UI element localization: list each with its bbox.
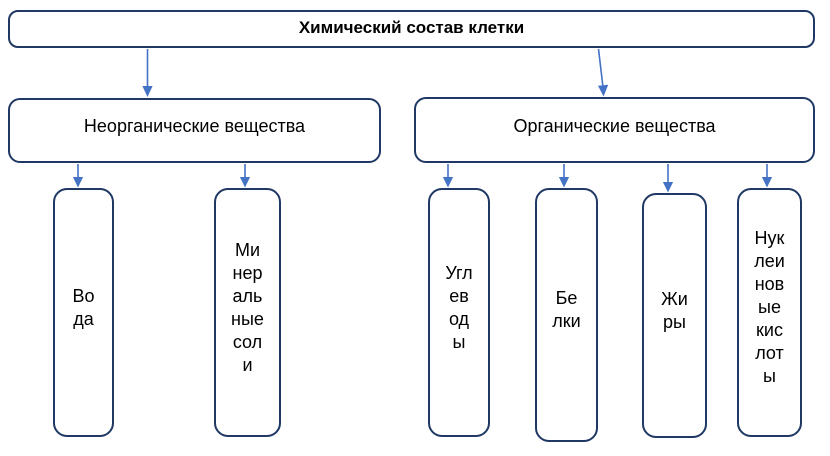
connector-arrow-organic-to-fats (662, 164, 674, 193)
branch-node-inorganic: Неорганические вещества (8, 98, 381, 163)
connector-arrow-root-to-organic (597, 48, 609, 97)
leaf-node-water-label: Во да (72, 285, 95, 329)
arrow-head-icon (662, 182, 674, 193)
leaf-node-fats: Жи ры (642, 193, 707, 438)
arrow-head-icon (558, 177, 570, 188)
leaf-node-nucleic-acids-label: Нук леи нов ые кис лот ы (754, 228, 785, 386)
leaf-node-carbohydrates-label: Угл ев од ы (445, 262, 473, 352)
connector-arrow-organic-to-carbohydrates (442, 164, 454, 188)
arrow-head-icon (142, 86, 153, 97)
root-node-title-box: Химический состав клетки (8, 10, 815, 48)
leaf-node-mineral-salts-label: Ми нер аль ные сол и (231, 239, 264, 375)
connector-arrow-inorganic-to-mineral-salts (239, 164, 251, 188)
arrow-head-icon (598, 84, 609, 97)
arrow-head-icon (239, 177, 251, 188)
leaf-node-mineral-salts: Ми нер аль ные сол и (214, 188, 281, 437)
root-node-label: Химический состав клетки (298, 18, 525, 37)
leaf-node-proteins: Бе лки (535, 188, 598, 442)
branch-node-inorganic-label: Неорганические вещества (83, 116, 306, 136)
connector-arrow-organic-to-proteins (558, 164, 570, 188)
connector-arrow-inorganic-to-water (72, 164, 84, 188)
arrow-line (597, 48, 604, 86)
arrow-head-icon (442, 177, 454, 188)
arrow-head-icon (72, 177, 84, 188)
leaf-node-carbohydrates: Угл ев од ы (428, 188, 490, 437)
connector-arrow-organic-to-nucleic-acids (761, 164, 773, 188)
arrow-head-icon (761, 177, 773, 188)
leaf-node-nucleic-acids: Нук леи нов ые кис лот ы (737, 188, 802, 437)
leaf-node-fats-label: Жи ры (661, 288, 688, 332)
leaf-node-water: Во да (53, 188, 114, 437)
branch-node-organic-label: Органические вещества (513, 115, 716, 136)
leaf-node-proteins-label: Бе лки (552, 288, 581, 331)
branch-node-organic: Органические вещества (414, 97, 815, 163)
connector-arrow-root-to-inorganic (142, 49, 153, 97)
